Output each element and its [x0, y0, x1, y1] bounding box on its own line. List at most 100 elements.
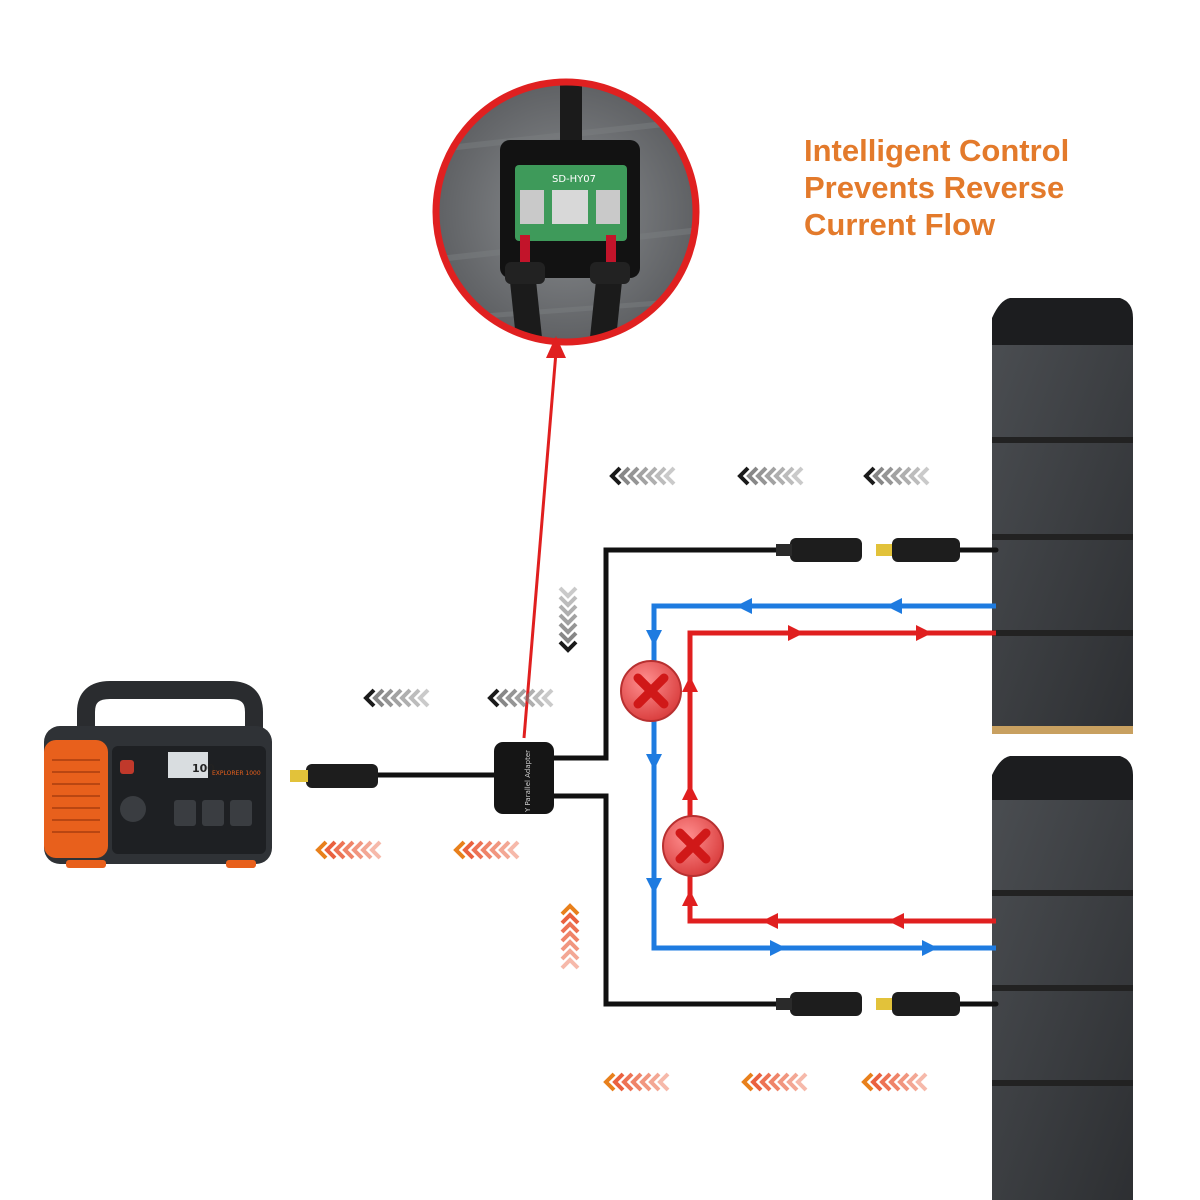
headline-line-1: Intelligent Control [804, 133, 1070, 168]
headline: Intelligent Control Prevents Reverse Cur… [804, 132, 1184, 243]
chevron-mark [487, 688, 500, 708]
chevron-mark [645, 466, 658, 486]
chevron-mark [369, 840, 382, 860]
chevron-mark [558, 622, 578, 635]
input-arrow-group [737, 466, 804, 486]
chevron-mark [532, 688, 545, 708]
positive-flow-lines [687, 630, 996, 924]
chevron-mark [363, 688, 376, 708]
chevron-mark [648, 1072, 661, 1092]
chevron-mark [558, 604, 578, 617]
input-arrow-group [609, 466, 676, 486]
chevron-mark [654, 466, 667, 486]
chevron-mark [408, 688, 421, 708]
chevron-mark [861, 1072, 874, 1092]
chevron-mark [621, 1072, 634, 1092]
chevron-mark [888, 1072, 901, 1092]
chevron-mark [881, 466, 894, 486]
chevron-mark [786, 1072, 799, 1092]
chevron-mark [342, 840, 355, 860]
chevron-mark [560, 939, 580, 952]
chevron-mark [505, 688, 518, 708]
chevron-mark [759, 1072, 772, 1092]
chevron-mark [915, 1072, 928, 1092]
chevron-mark [870, 1072, 883, 1092]
blocked-x-icon [620, 660, 724, 877]
chevron-mark [507, 840, 520, 860]
board-label: SD-HY07 [552, 174, 596, 185]
chevron-mark [755, 466, 768, 486]
chevron-mark [630, 1072, 643, 1092]
chevron-mark [471, 840, 484, 860]
chevron-mark [558, 595, 578, 608]
output-arrow-group [453, 840, 520, 860]
chevron-arrow-icon [315, 466, 930, 1092]
chevron-mark [609, 466, 622, 486]
chevron-mark [560, 921, 580, 934]
solar-panel-top [992, 298, 1133, 734]
chevron-mark [618, 466, 631, 486]
chevron-mark [489, 840, 502, 860]
chevron-mark [768, 1072, 781, 1092]
chevron-mark [750, 1072, 763, 1092]
chevron-mark [523, 688, 536, 708]
chevron-mark [657, 1072, 670, 1092]
chevron-mark [560, 912, 580, 925]
output-arrow-group [315, 840, 382, 860]
chevron-mark [453, 840, 466, 860]
chevron-mark [872, 466, 885, 486]
chevron-mark [462, 840, 475, 860]
output-arrow-group [741, 1072, 808, 1092]
chevron-mark [541, 688, 554, 708]
chevron-mark [560, 903, 580, 916]
chevron-mark [908, 466, 921, 486]
input-arrow-group [863, 466, 930, 486]
chevron-mark [360, 840, 373, 860]
chevron-mark [381, 688, 394, 708]
chevron-mark [741, 1072, 754, 1092]
chevron-mark [791, 466, 804, 486]
chevron-mark [890, 466, 903, 486]
chevron-mark [390, 688, 403, 708]
solar-panel-bottom [992, 756, 1133, 1200]
chevron-mark [897, 1072, 910, 1092]
chevron-mark [663, 466, 676, 486]
output-arrow-group [861, 1072, 928, 1092]
cables [347, 547, 999, 1007]
chevron-mark [417, 688, 430, 708]
chevron-mark [777, 1072, 790, 1092]
chevron-mark [496, 688, 509, 708]
input-arrow-group [363, 688, 430, 708]
display-value: 100 [192, 762, 215, 775]
chevron-mark [558, 640, 578, 653]
chevron-mark [558, 613, 578, 626]
chevron-mark [560, 930, 580, 943]
headline-line-2: Prevents Reverse [804, 170, 1065, 205]
chevron-mark [558, 631, 578, 644]
chevron-mark [795, 1072, 808, 1092]
chevron-mark [372, 688, 385, 708]
y-parallel-adapter: Y Parallel Adapter [494, 742, 554, 814]
chevron-mark [514, 688, 527, 708]
adapter-label: Y Parallel Adapter [524, 750, 532, 813]
headline-line-3: Current Flow [804, 207, 996, 242]
input-arrow-group-down [558, 586, 578, 653]
chevron-mark [627, 466, 640, 486]
chevron-mark [558, 586, 578, 599]
chevron-mark [603, 1072, 616, 1092]
chevron-mark [351, 840, 364, 860]
chevron-mark [560, 957, 580, 970]
chevron-mark [782, 466, 795, 486]
chevron-mark [636, 466, 649, 486]
chevron-mark [746, 466, 759, 486]
chevron-mark [333, 840, 346, 860]
chevron-mark [773, 466, 786, 486]
negative-flow-lines [651, 603, 996, 951]
chevron-mark [899, 466, 912, 486]
chevron-mark [315, 840, 328, 860]
flow-direction-arrows [646, 598, 938, 956]
chevron-mark [399, 688, 412, 708]
brand-label: EXPLORER 1000 [212, 770, 261, 777]
chevron-mark [639, 1072, 652, 1092]
